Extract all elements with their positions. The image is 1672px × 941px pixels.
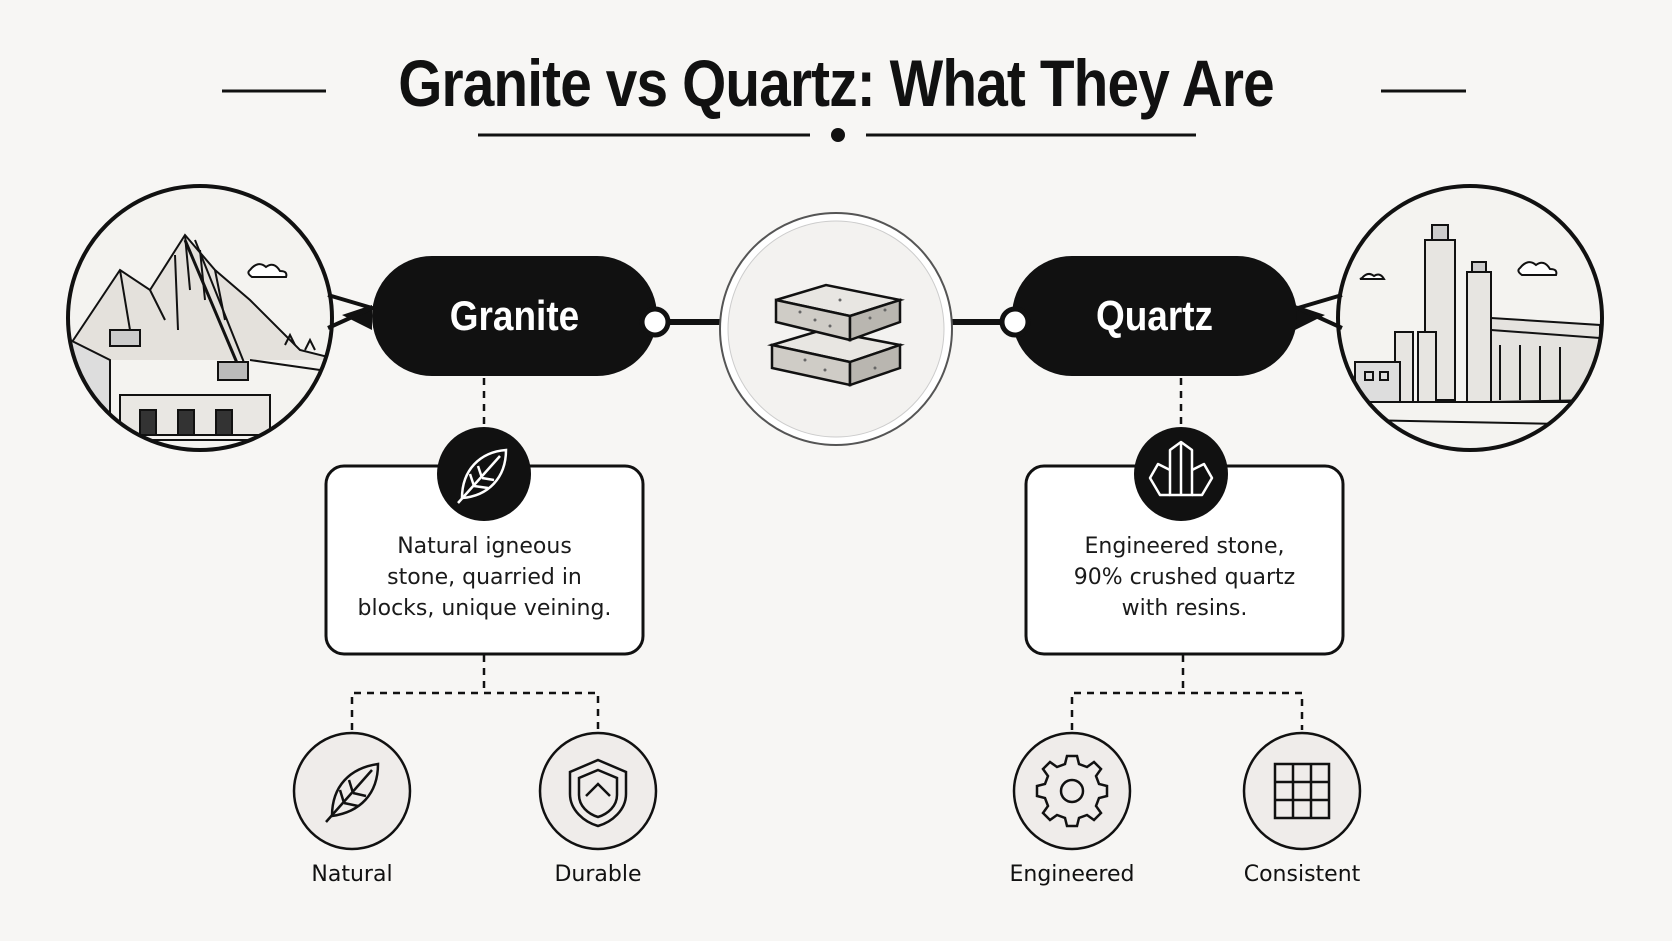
title-dot (831, 128, 845, 142)
granite-description-line: Natural igneous (397, 534, 572, 559)
stone-slabs-icon (767, 283, 905, 387)
feature-label-durable: Durable (554, 862, 642, 887)
leaf-icon (457, 448, 508, 504)
quartz-description-line: Engineered stone, (1084, 534, 1285, 559)
quartz-badge (1134, 427, 1228, 521)
quarry-illustration (66, 184, 378, 452)
feature-label-natural: Natural (311, 862, 393, 887)
factory-illustration (1292, 184, 1604, 452)
granite-label: Granite (449, 292, 580, 339)
quartz-description-line: with resins. (1121, 596, 1248, 621)
grid-icon (1273, 762, 1331, 820)
center-circle (719, 212, 953, 446)
leaf-icon (325, 762, 380, 823)
quartz-description: Engineered stone, 90% crushed quartz wit… (1026, 531, 1343, 624)
granite-description-line: stone, quarried in (387, 565, 582, 590)
quartz-connectors (1070, 378, 1304, 730)
title-decoration (222, 89, 1466, 137)
feature-consistent (1242, 731, 1362, 851)
quartz-label: Quartz (1095, 292, 1214, 339)
feature-durable (538, 731, 658, 851)
feature-label-engineered: Engineered (1009, 862, 1135, 887)
quartz-description-line: 90% crushed quartz (1073, 565, 1296, 590)
crystal-icon (1148, 440, 1214, 497)
feature-engineered (1012, 731, 1132, 851)
gear-icon (1035, 754, 1109, 828)
feature-label-consistent: Consistent (1243, 862, 1361, 887)
granite-connectors (350, 378, 600, 730)
feature-natural (292, 731, 412, 851)
granite-badge (437, 427, 531, 521)
shield-icon (568, 758, 628, 828)
granite-description-line: blocks, unique veining. (357, 596, 612, 621)
page-title: Granite vs Quartz: What They Are (398, 46, 1274, 120)
granite-description: Natural igneous stone, quarried in block… (326, 531, 643, 624)
